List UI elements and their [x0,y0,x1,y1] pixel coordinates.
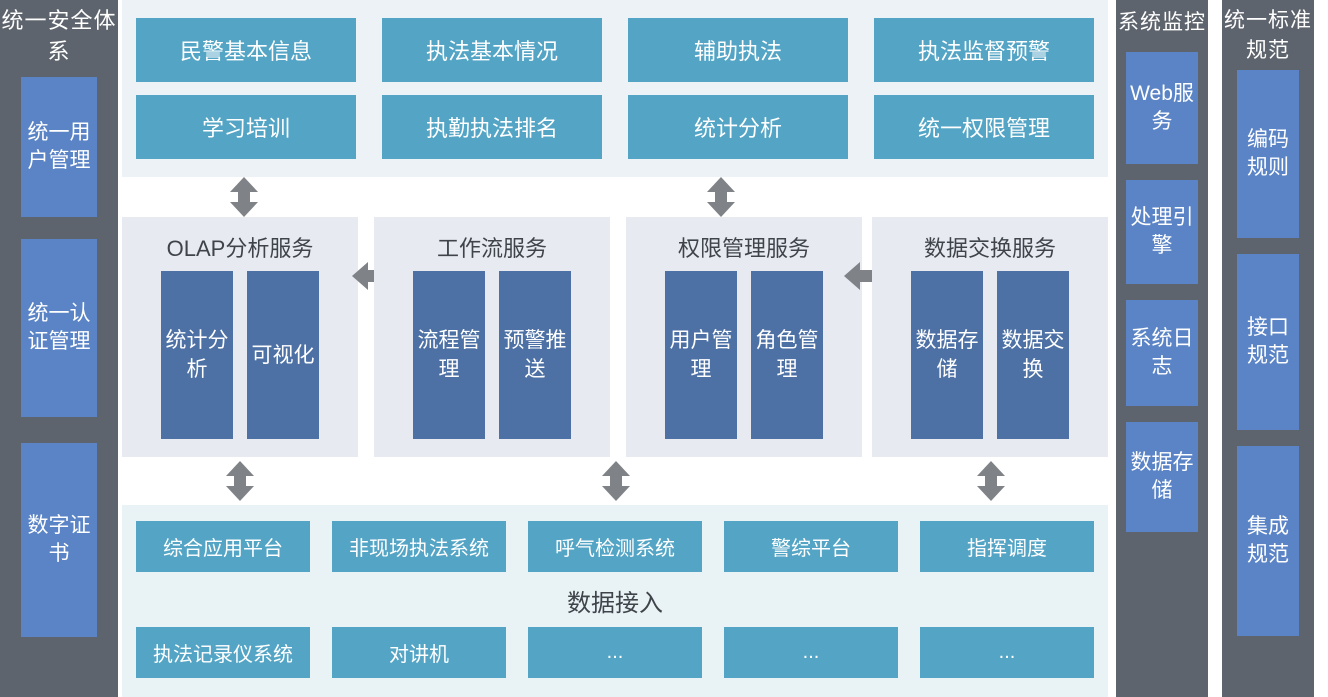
service-layer-band: OLAP分析服务 统计分析 可视化 工作流服务 流程管理 预警推送 权限管理服务 [122,217,1108,457]
app-box-training[interactable]: 学习培训 [136,95,356,159]
app-box-enforcement-alert[interactable]: 执法监督预警 [874,18,1094,82]
rail-item-integration-spec[interactable]: 集成规范 [1237,446,1299,636]
rail-item-unified-auth-management[interactable]: 统一认证管理 [21,239,97,417]
double-arrow-vertical-icon [974,461,1008,501]
service-box-data-storage[interactable]: 数据存储 [911,271,983,439]
left-rail-title: 统一安全体系 [1,8,117,64]
service-box-alert-push[interactable]: 预警推送 [499,271,571,439]
double-arrow-vertical-icon [599,461,633,501]
data-box-breath-test-system[interactable]: 呼气检测系统 [528,521,702,572]
data-access-label: 数据接入 [567,590,663,617]
data-access-band: 综合应用平台 非现场执法系统 呼气检测系统 警综平台 指挥调度 数据接入 执法记… [122,505,1108,697]
data-box-body-camera-system[interactable]: 执法记录仪系统 [136,627,310,678]
rail-item-interface-spec[interactable]: 接口规范 [1237,254,1299,430]
right-rail-system-monitoring: 系统监控 Web服务 处理引擎 系统日志 数据存储 [1116,0,1208,697]
service-panel-title: 权限管理服务 [677,236,810,261]
rail-item-system-log[interactable]: 系统日志 [1126,300,1198,406]
services-data-connector-gap [122,457,1108,505]
service-box-data-exchange[interactable]: 数据交换 [997,271,1069,439]
rail-item-process-engine[interactable]: 处理引擎 [1126,180,1198,284]
service-box-visualization[interactable]: 可视化 [247,271,319,439]
app-box-statistics[interactable]: 统计分析 [628,95,848,159]
app-box-police-basic-info[interactable]: 民警基本信息 [136,18,356,82]
rail-item-coding-rules[interactable]: 编码规则 [1237,70,1299,238]
service-panel-title: OLAP分析服务 [166,236,314,261]
right-rail-unified-standards: 统一标准规范 编码规则 接口规范 集成规范 [1222,0,1314,697]
data-box-more-1[interactable]: ... [528,627,702,678]
service-panel-olap: OLAP分析服务 统计分析 可视化 [122,217,358,457]
rail-item-web-service[interactable]: Web服务 [1126,52,1198,164]
standard-rail-title: 统一标准规范 [1224,9,1312,62]
data-box-offsite-enforcement[interactable]: 非现场执法系统 [332,521,506,572]
data-box-walkie-talkie[interactable]: 对讲机 [332,627,506,678]
data-box-police-platform[interactable]: 警综平台 [724,521,898,572]
apps-services-connector-gap [122,177,1108,217]
left-rail-unified-security: 统一安全体系 统一用户管理 统一认证管理 数字证书 [0,0,118,697]
service-panel-data-exchange: 数据交换服务 数据存储 数据交换 [872,217,1108,457]
main-area: 民警基本信息 执法基本情况 辅助执法 执法监督预警 学习培训 执勤执法排名 统计… [118,0,1116,697]
data-source-row-1: 综合应用平台 非现场执法系统 呼气检测系统 警综平台 指挥调度 [122,521,1108,572]
service-box-process-management[interactable]: 流程管理 [413,271,485,439]
application-grid: 民警基本信息 执法基本情况 辅助执法 执法监督预警 学习培训 执勤执法排名 统计… [122,0,1108,177]
service-box-user-management[interactable]: 用户管理 [665,271,737,439]
service-panel-items: 用户管理 角色管理 [626,271,862,439]
double-arrow-vertical-icon [704,177,738,217]
service-panel-items: 流程管理 预警推送 [374,271,610,439]
service-panel-items: 数据存储 数据交换 [872,271,1108,439]
rail-item-data-storage[interactable]: 数据存储 [1126,422,1198,532]
service-panel-items: 统计分析 可视化 [122,271,358,439]
service-panel-title: 数据交换服务 [923,236,1056,261]
app-box-assisted-enforcement[interactable]: 辅助执法 [628,18,848,82]
service-panel-title: 工作流服务 [436,236,547,261]
double-arrow-vertical-icon [223,461,257,501]
data-box-integrated-platform[interactable]: 综合应用平台 [136,521,310,572]
app-box-unified-permissions[interactable]: 统一权限管理 [874,95,1094,159]
app-box-duty-ranking[interactable]: 执勤执法排名 [382,95,602,159]
data-box-command-dispatch[interactable]: 指挥调度 [920,521,1094,572]
application-layer-band: 民警基本信息 执法基本情况 辅助执法 执法监督预警 学习培训 执勤执法排名 统计… [122,0,1108,177]
service-panel-permission: 权限管理服务 用户管理 角色管理 [626,217,862,457]
monitor-rail-title: 系统监控 [1118,11,1206,34]
data-box-more-2[interactable]: ... [724,627,898,678]
rail-item-digital-certificate[interactable]: 数字证书 [21,443,97,637]
double-arrow-vertical-icon [227,177,261,217]
service-box-role-management[interactable]: 角色管理 [751,271,823,439]
data-box-more-3[interactable]: ... [920,627,1094,678]
rail-item-unified-user-management[interactable]: 统一用户管理 [21,77,97,217]
service-panel-workflow: 工作流服务 流程管理 预警推送 [374,217,610,457]
service-box-statistics-analysis[interactable]: 统计分析 [161,271,233,439]
data-source-row-2: 执法记录仪系统 对讲机 ... ... ... [122,627,1108,678]
app-box-enforcement-basics[interactable]: 执法基本情况 [382,18,602,82]
